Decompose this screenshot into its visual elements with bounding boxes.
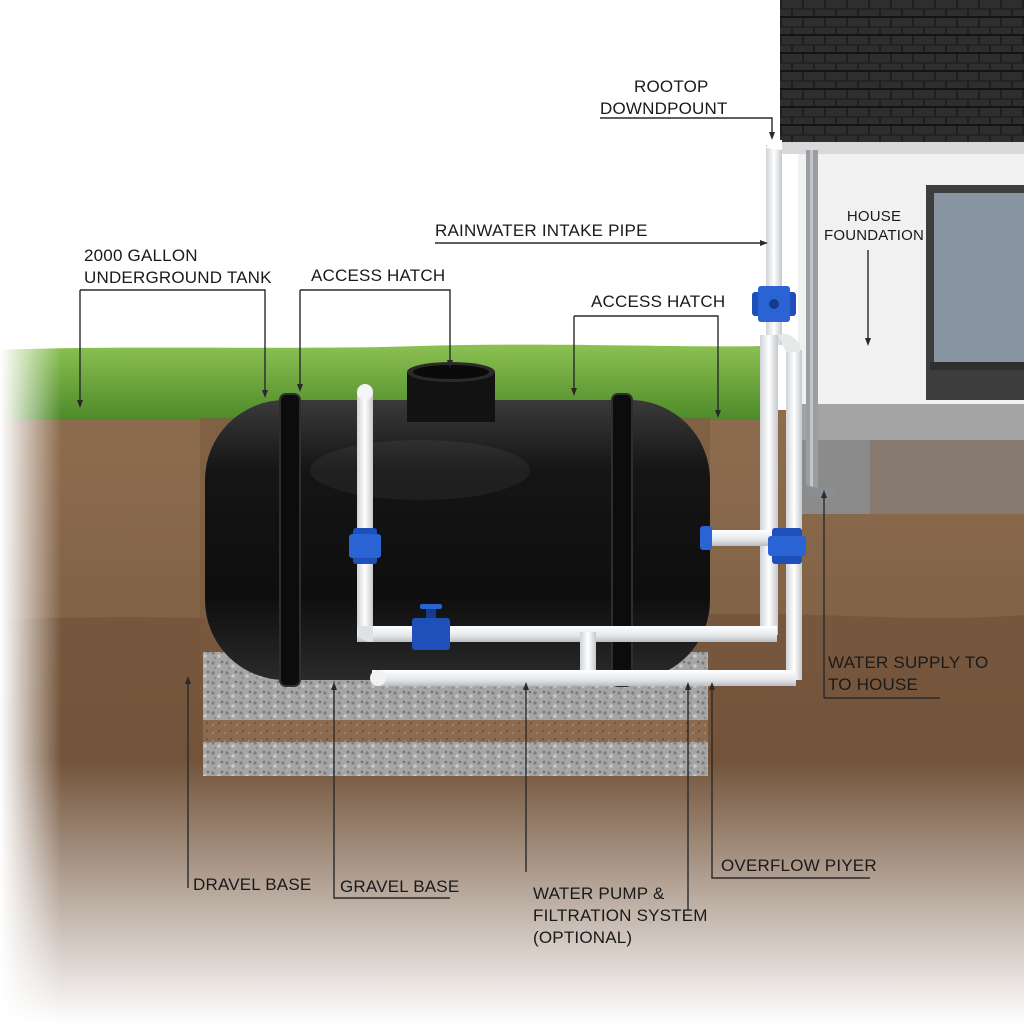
label-access-hatch-right: ACCESS HATCH <box>591 292 726 311</box>
leader-arrows <box>77 132 871 690</box>
window-pane <box>934 193 1024 363</box>
label-pump-line2: FILTRATION SYSTEM <box>533 906 708 925</box>
label-rooftop-line2: DOWNDPOUNT <box>600 99 728 118</box>
valves <box>349 286 806 650</box>
label-pump-filtration: WATER PUMP & FILTRATION SYSTEM (OPTIONAL… <box>533 883 708 949</box>
label-tank: 2000 GALLON UNDERGROUND TANK <box>84 245 272 289</box>
storage-tank <box>205 362 710 687</box>
label-access-hatch-left: ACCESS HATCH <box>311 266 446 285</box>
valve-intake <box>752 286 796 322</box>
leader-supply <box>823 498 940 699</box>
foundation-top <box>796 404 1024 440</box>
label-pump-line3: (OPTIONAL) <box>533 928 633 947</box>
label-dravel-base: DRAVEL BASE <box>193 875 312 894</box>
label-rooftop-line1: ROOTOP <box>634 77 709 96</box>
foundation-recess <box>870 440 1024 514</box>
sand-layer <box>203 720 708 742</box>
label-rainwater-intake-pipe: RAINWATER INTAKE PIPE <box>435 221 648 240</box>
leader-downspout <box>600 117 773 132</box>
label-house-foundation: HOUSE FOUNDATION <box>818 207 930 245</box>
house <box>778 0 1024 514</box>
label-tank-line2: UNDERGROUND TANK <box>84 268 272 287</box>
leader-hatch-left <box>299 289 451 384</box>
label-tank-line1: 2000 GALLON <box>84 246 198 265</box>
label-pump-line1: WATER PUMP & <box>533 884 665 903</box>
label-supply-line2: TO HOUSE <box>828 675 919 694</box>
pipe-network <box>357 140 802 686</box>
label-gravel-base: GRAVEL BASE <box>340 877 460 896</box>
inlet-fitting <box>700 526 712 550</box>
valve-left-pipe <box>349 528 381 564</box>
label-supply-line1: WATER SUPPLY TO <box>828 653 989 672</box>
label-water-supply: WATER SUPPLY TO TO HOUSE <box>828 652 988 696</box>
roof <box>780 0 1024 150</box>
leader-hatch-right <box>573 315 719 410</box>
label-foundation-line1: HOUSE <box>846 208 902 225</box>
valve-bottom <box>412 604 450 650</box>
leader-lines <box>79 117 940 910</box>
label-overflow-pipe: OVERFLOW PIYER <box>721 856 877 875</box>
gravel-base-bottom <box>203 742 708 776</box>
fascia <box>778 142 1024 154</box>
leader-overflow <box>711 690 870 879</box>
leader-gravel <box>333 690 450 899</box>
leader-tank <box>80 289 266 390</box>
window-sill <box>930 362 1024 370</box>
label-foundation-line2: FOUNDATION <box>823 227 925 244</box>
label-rooftop-downspout: ROOTOP DOWNDPOUNT <box>600 76 728 120</box>
downspout <box>806 150 836 498</box>
valve-right <box>768 528 806 564</box>
